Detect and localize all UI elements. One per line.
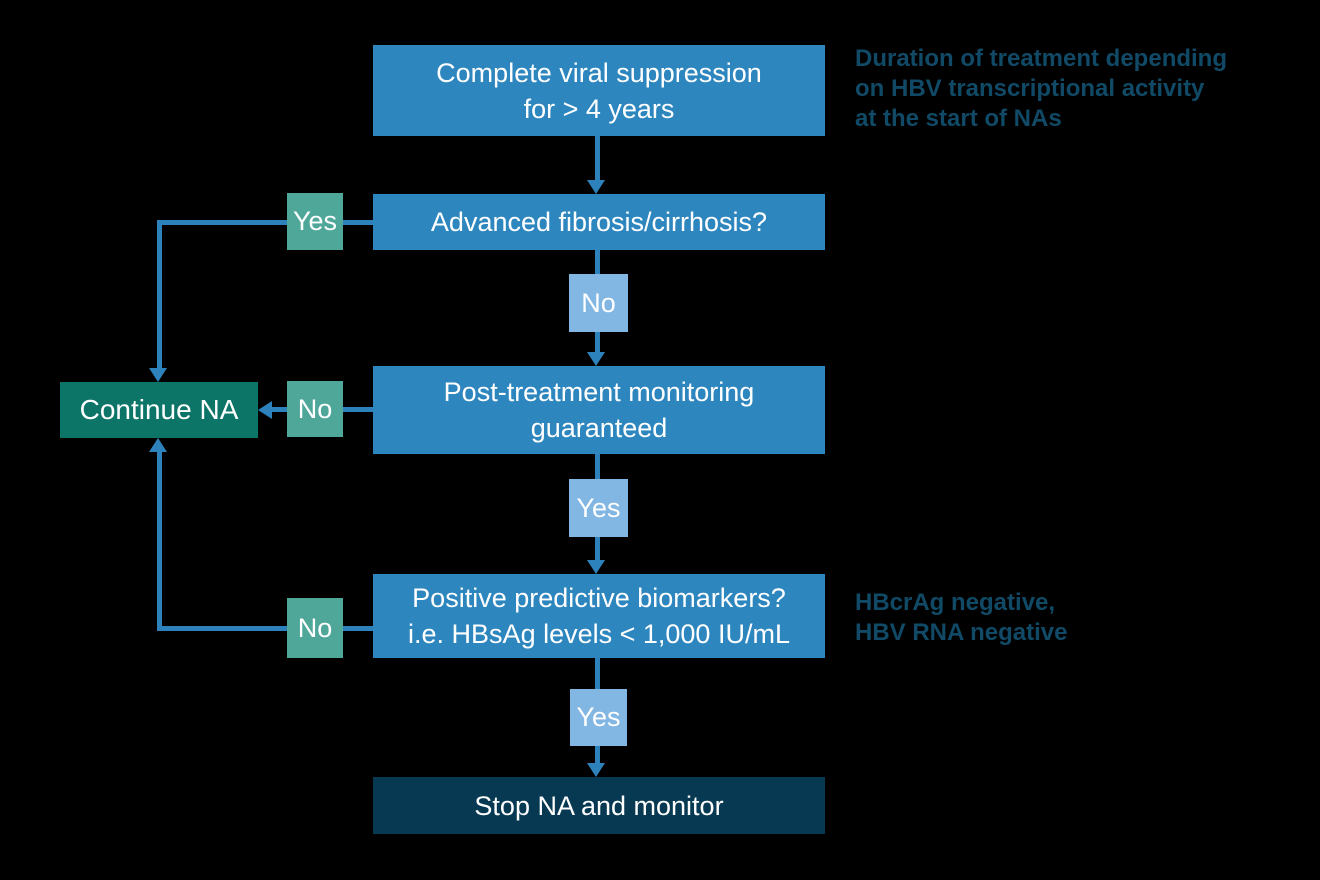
node-text-line: guaranteed bbox=[530, 413, 668, 443]
node-text-line: Post-treatment monitoring bbox=[443, 377, 755, 407]
label-text: No bbox=[297, 393, 333, 424]
node-text-line: Positive predictive biomarkers? bbox=[412, 583, 786, 613]
connector-corner-continue-top bbox=[157, 220, 162, 369]
connector-box3-nolabel bbox=[343, 407, 373, 412]
arrowhead-down-icon bbox=[587, 352, 605, 366]
node-complete-viral-suppression: Complete viral suppression for > 4 years bbox=[373, 45, 825, 136]
label-text: Yes bbox=[576, 492, 621, 523]
arrowhead-down-icon bbox=[149, 368, 167, 382]
arrowhead-up-icon bbox=[149, 438, 167, 452]
label-no-biomarkers: No bbox=[287, 598, 343, 658]
connector-nolabel-continue bbox=[272, 407, 287, 412]
connector-box2-yeslabel bbox=[343, 220, 373, 225]
node-text-line: Stop NA and monitor bbox=[474, 790, 724, 821]
label-text: No bbox=[581, 287, 616, 318]
label-yes-monitoring: Yes bbox=[569, 479, 628, 537]
arrowhead-down-icon bbox=[587, 560, 605, 574]
note-text-line: HBcrAg negative, bbox=[855, 589, 1056, 616]
connector-box4-yes bbox=[595, 657, 600, 689]
label-yes-fibrosis: Yes bbox=[287, 193, 343, 250]
connector-corner-continue-bottom bbox=[157, 452, 162, 631]
label-no-monitoring: No bbox=[287, 381, 343, 437]
connector-box2-no bbox=[595, 250, 600, 274]
label-text: Yes bbox=[576, 702, 621, 732]
node-continue-na: Continue NA bbox=[60, 382, 258, 438]
node-text-line: Continue NA bbox=[79, 394, 239, 425]
label-text: Yes bbox=[292, 206, 338, 236]
note-text-line: at the start of NAs bbox=[855, 105, 1062, 132]
arrowhead-down-icon bbox=[587, 180, 605, 194]
connector-box3-yes bbox=[595, 454, 600, 479]
note-text-line: HBV RNA negative bbox=[855, 619, 1068, 646]
connector-box1-box2 bbox=[595, 136, 600, 182]
connector-nolabel-corner bbox=[157, 626, 287, 631]
note-hbcrag-negative: HBcrAg negative, HBV RNA negative bbox=[855, 588, 1067, 648]
node-post-treatment-monitoring: Post-treatment monitoring guaranteed bbox=[373, 366, 825, 454]
label-text: No bbox=[297, 612, 333, 643]
node-advanced-fibrosis: Advanced fibrosis/cirrhosis? bbox=[373, 194, 825, 250]
label-yes-biomarkers: Yes bbox=[570, 689, 627, 746]
node-stop-na-and-monitor: Stop NA and monitor bbox=[373, 777, 825, 834]
note-text-line: on HBV transcriptional activity bbox=[855, 75, 1205, 102]
connector-yes-stop bbox=[595, 746, 600, 764]
connector-yeslabel-corner bbox=[157, 220, 287, 225]
connector-yes-box4 bbox=[595, 537, 600, 561]
note-duration-of-treatment: Duration of treatment depending on HBV t… bbox=[855, 44, 1227, 134]
label-no-fibrosis: No bbox=[569, 274, 628, 332]
node-text-line: Advanced fibrosis/cirrhosis? bbox=[430, 207, 768, 237]
connector-no-box3 bbox=[595, 332, 600, 353]
arrowhead-down-icon bbox=[587, 763, 605, 777]
arrowhead-left-icon bbox=[258, 401, 272, 419]
node-text-line: Complete viral suppression bbox=[436, 57, 762, 88]
node-text-line: for > 4 years bbox=[523, 93, 675, 124]
node-text-line: i.e. HBsAg levels < 1,000 IU/mL bbox=[408, 619, 790, 649]
connector-box4-nolabel bbox=[343, 626, 373, 631]
node-positive-predictive-biomarkers: Positive predictive biomarkers? i.e. HBs… bbox=[373, 574, 825, 658]
note-text-line: Duration of treatment depending bbox=[855, 45, 1227, 72]
